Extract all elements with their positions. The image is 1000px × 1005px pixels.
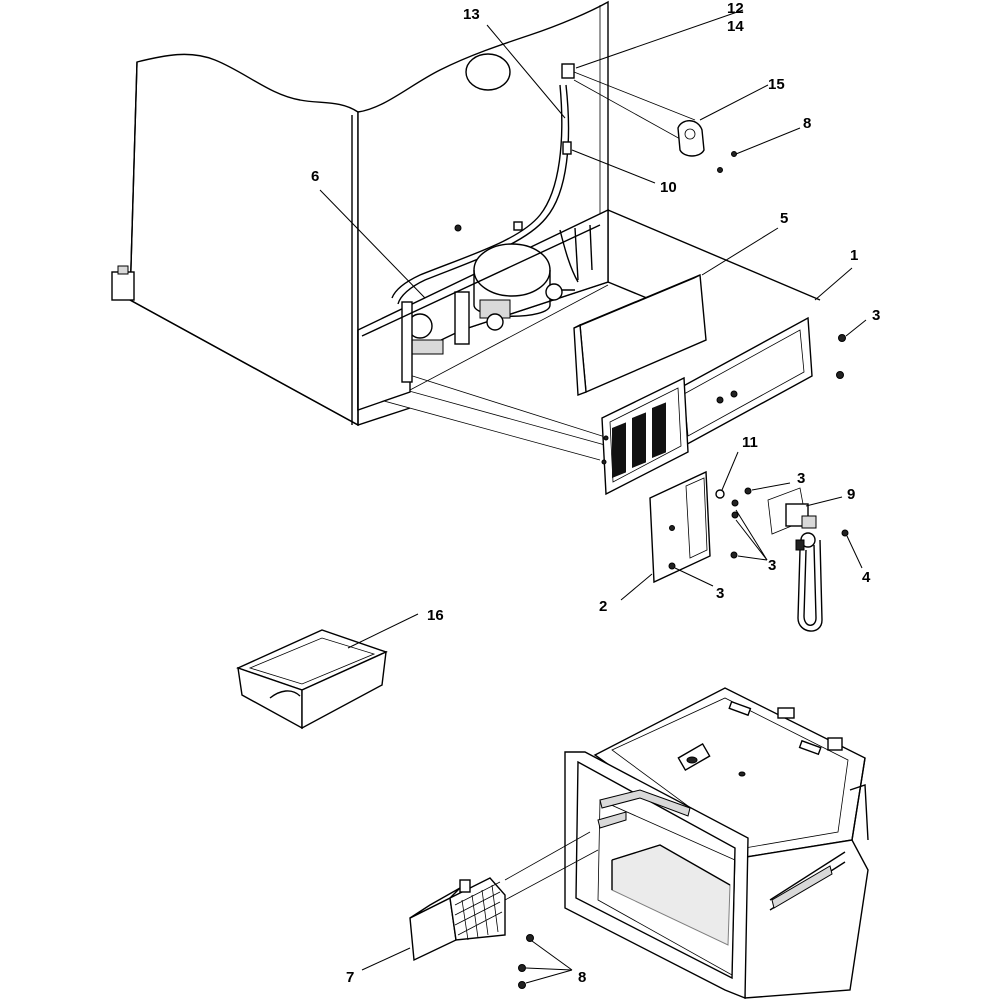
screw (731, 499, 739, 507)
icemaker (409, 831, 599, 962)
screw (526, 934, 534, 942)
screw (518, 964, 526, 972)
grille-louvers (612, 402, 666, 478)
water-tube-clip (561, 63, 575, 79)
screw (717, 167, 723, 173)
screw (730, 390, 738, 398)
insulation-pad (573, 273, 707, 396)
screw (836, 371, 844, 379)
screw (841, 529, 849, 537)
callout-4: 4 (862, 569, 871, 586)
screw (716, 396, 724, 404)
compressor (473, 243, 551, 297)
screw (731, 511, 739, 519)
callout-8: 8 (803, 115, 811, 132)
tube-clip (513, 221, 523, 231)
callout-5: 5 (780, 210, 788, 227)
screw (518, 981, 526, 989)
freezer-bin (564, 687, 869, 1000)
callout-1: 1 (850, 247, 858, 264)
screw (838, 334, 846, 342)
icemaker-molds (454, 881, 503, 941)
callout-8: 8 (578, 969, 586, 986)
callout-12: 12 (727, 0, 744, 17)
callout-13: 13 (463, 6, 480, 23)
screw (731, 151, 737, 157)
callout-3: 3 (872, 307, 880, 324)
drain-pan (236, 629, 388, 730)
tube-clamp (562, 141, 572, 155)
clip (715, 489, 725, 499)
callout-9: 9 (847, 486, 855, 503)
fasteners (518, 151, 849, 989)
screw (668, 562, 676, 570)
machine-compartment (357, 208, 609, 411)
callout-3: 3 (797, 470, 805, 487)
callout-7: 7 (346, 969, 354, 986)
callout-3: 3 (716, 585, 724, 602)
callout-labels: 1 2 3 3 3 3 4 5 6 7 8 8 9 10 11 12 13 14… (311, 0, 880, 986)
callout-2: 2 (599, 598, 607, 615)
water-tube-bracket (677, 120, 705, 157)
callout-16: 16 (427, 607, 444, 624)
screw (730, 551, 738, 559)
callout-15: 15 (768, 76, 785, 93)
callout-6: 6 (311, 168, 319, 185)
side-access-panel (649, 470, 711, 584)
water-line-parts (513, 63, 705, 231)
callout-10: 10 (660, 179, 677, 196)
kickplate-grille (601, 376, 689, 496)
leader-lines (319, 9, 867, 984)
callout-14: 14 (727, 18, 744, 35)
callout-3: 3 (768, 557, 776, 574)
callout-11: 11 (742, 434, 758, 451)
screw (744, 487, 752, 495)
water-valve-assembly (767, 487, 823, 632)
